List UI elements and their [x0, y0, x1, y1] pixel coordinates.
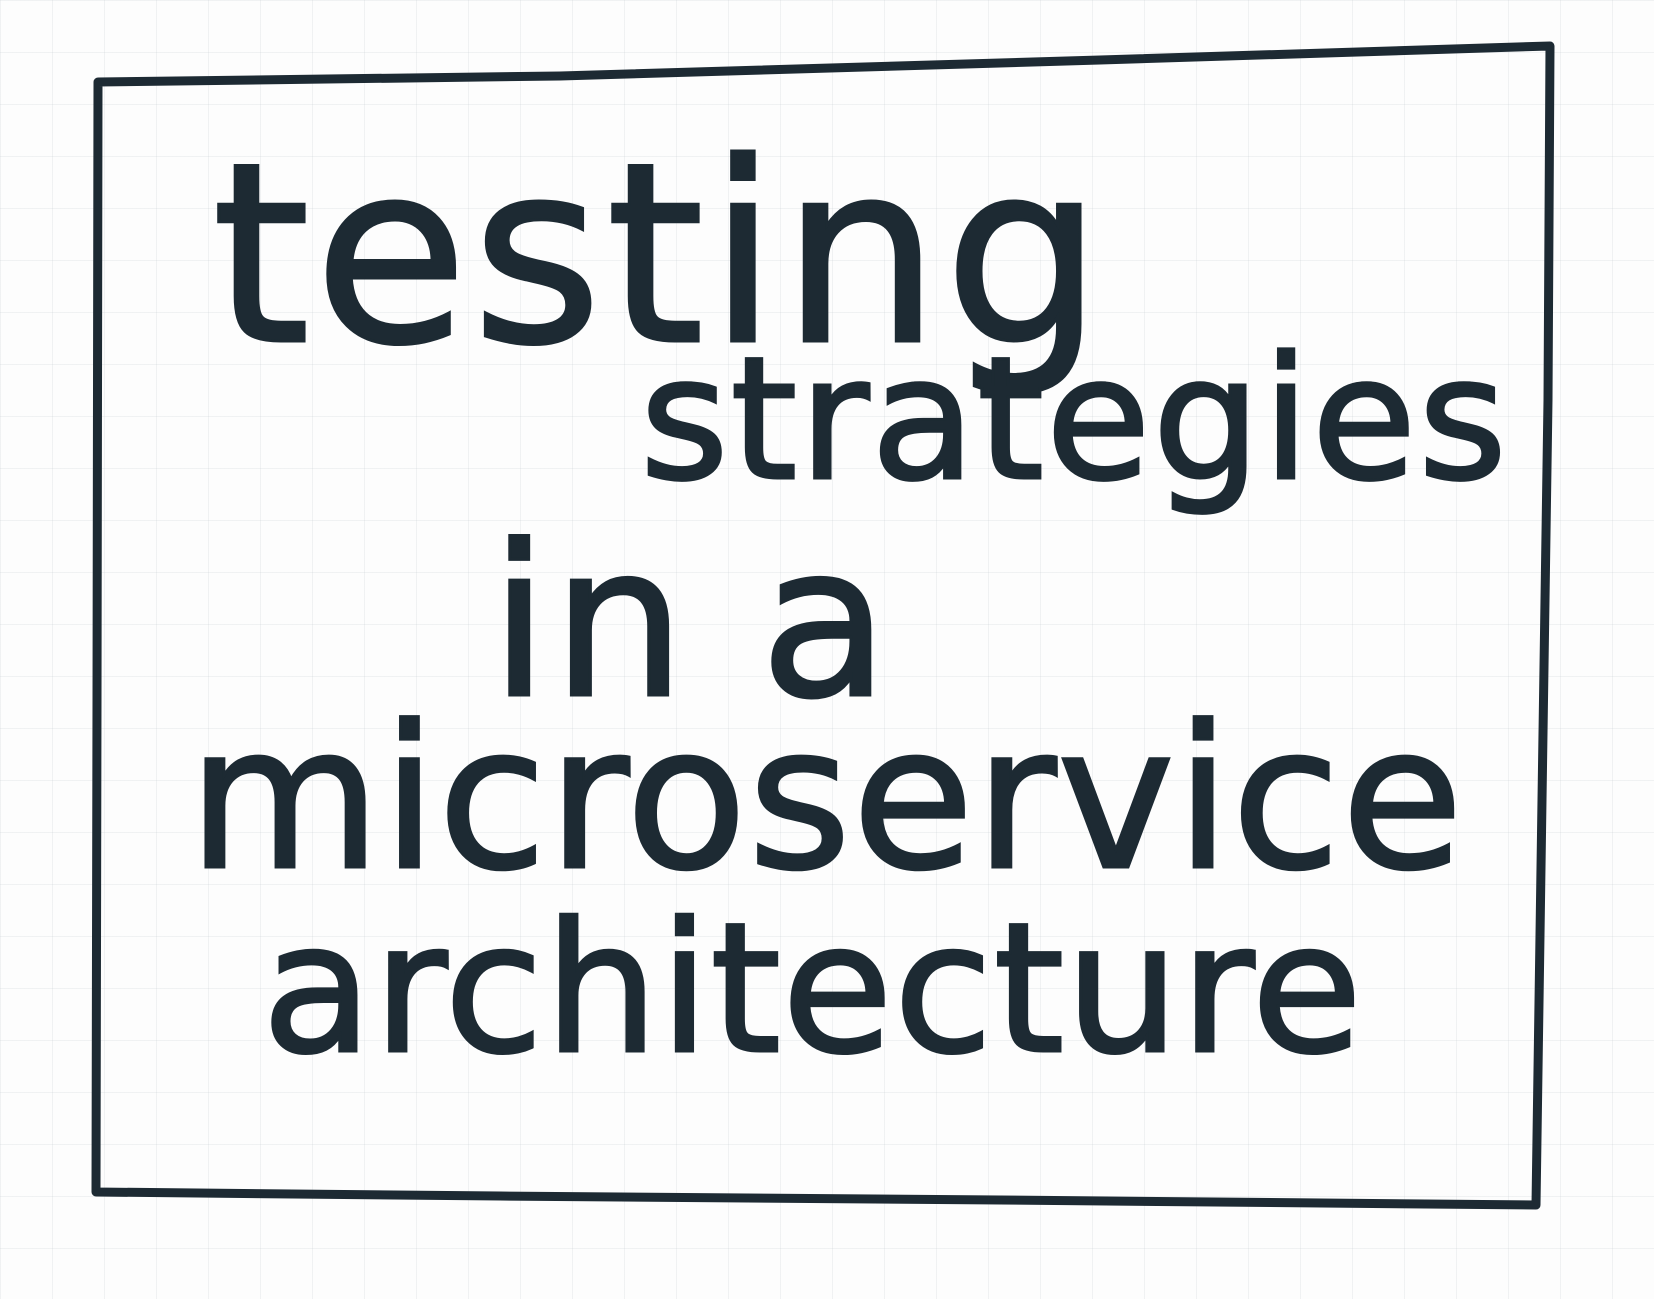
title-line-strategies: strategies	[639, 321, 1509, 519]
title-line-testing: testing	[211, 109, 1107, 400]
frame-border	[91, 41, 1555, 1210]
title-line-microservice: microservice	[186, 683, 1465, 914]
title-line-in-a: in a	[489, 500, 893, 745]
title-line-architecture: architecture	[260, 885, 1364, 1094]
